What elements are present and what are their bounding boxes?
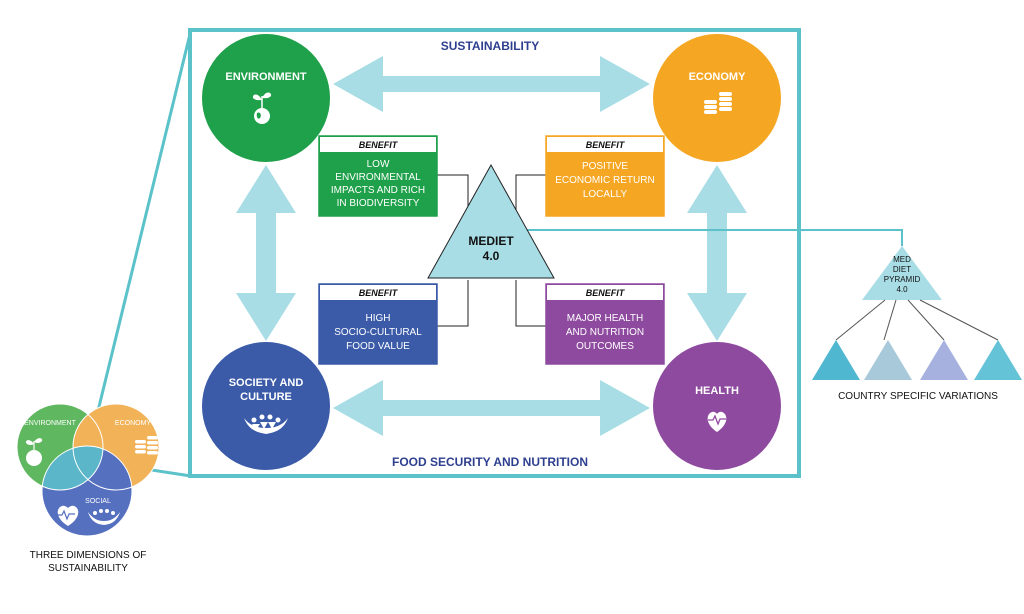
people-hands-icon (244, 414, 288, 434)
variation-connector (919, 299, 999, 341)
economy-circle (653, 34, 781, 162)
variation-pyramid-1 (812, 340, 860, 380)
arrow-environment-society (236, 165, 296, 341)
benefit-box-health: BENEFIT MAJOR HEALTH AND NUTRITION OUTCO… (545, 283, 665, 365)
frame-bottom-label: FOOD SECURITY AND NUTRITION (392, 455, 588, 469)
arrow-economy-health (687, 165, 747, 341)
mediet-label-line1: MEDIET (468, 234, 514, 248)
arrow-society-health (333, 380, 650, 436)
benefit-header: BENEFIT (359, 288, 399, 298)
mediet-label-line2: 4.0 (483, 249, 500, 263)
benefit-text-line: HIGH (366, 313, 391, 324)
benefit-box-environment: BENEFIT LOW ENVIRONMENTAL IMPACTS AND RI… (318, 135, 438, 217)
society-label-line1: SOCIETY AND (229, 377, 304, 389)
benefit-text-line: OUTCOMES (576, 341, 634, 352)
pyramid-line: PYRAMID (884, 275, 921, 284)
health-label: HEALTH (695, 385, 739, 397)
people-hands-icon (88, 509, 120, 525)
venn-environment-label: ENVIRONMENT (24, 420, 76, 427)
connector-health-benefit (515, 280, 546, 327)
globe-sprout-icon (252, 92, 272, 124)
benefit-text-line: ECONOMIC RETURN (555, 175, 654, 186)
benefit-text-line: IMPACTS AND RICH (331, 185, 425, 196)
benefit-text-line: MAJOR HEALTH (567, 313, 644, 324)
arrow-environment-economy (333, 56, 650, 112)
coin-stack-icon (135, 436, 158, 455)
benefit-text-line: LOW (367, 159, 390, 170)
coin-stack-icon (704, 92, 732, 114)
med-diet-pyramid (862, 246, 942, 300)
variation-pyramid-4 (974, 340, 1022, 380)
benefit-box-economy: BENEFIT POSITIVE ECONOMIC RETURN LOCALLY (545, 135, 665, 217)
heart-pulse-icon (707, 411, 727, 432)
venn-overlap (42, 446, 103, 490)
connector-eco-benefit (515, 174, 546, 215)
benefit-text-line: FOOD VALUE (346, 341, 410, 352)
variation-connector (835, 299, 886, 341)
benefit-header: BENEFIT (586, 140, 626, 150)
variation-connector (907, 299, 945, 341)
benefit-text-line: LOCALLY (583, 189, 628, 200)
frame-top-label: SUSTAINABILITY (441, 39, 539, 53)
environment-label: ENVIRONMENT (225, 71, 307, 83)
society-circle (202, 342, 330, 470)
variation-connector (883, 299, 897, 341)
variation-pyramid-2 (864, 340, 912, 380)
venn-economy-label: ECONOMY (115, 420, 152, 427)
venn-diagram: ENVIRONMENT ECONOMY SOCIAL (16, 403, 160, 537)
venn-caption-line1: THREE DIMENSIONS OF (30, 550, 147, 561)
heart-pulse-icon (57, 505, 79, 526)
pyramid-line: DIET (893, 265, 911, 274)
benefit-header: BENEFIT (359, 140, 399, 150)
mediet-triangle (427, 163, 555, 279)
benefit-box-society: BENEFIT HIGH SOCIO-CULTURAL FOOD VALUE (318, 283, 438, 365)
connector-pyramid (525, 229, 903, 246)
venn-social-label: SOCIAL (85, 498, 111, 505)
connector-env-benefit (437, 174, 469, 215)
benefit-text-line: AND NUTRITION (566, 327, 644, 338)
connector-soc-benefit (437, 280, 469, 327)
zoom-line-top (84, 29, 193, 461)
benefit-text-line: IN BIODIVERSITY (337, 198, 420, 209)
globe-sprout-icon (25, 438, 43, 466)
venn-caption-line2: SUSTAINABILITY (48, 563, 128, 574)
economy-label: ECONOMY (689, 71, 747, 83)
benefit-text-line: SOCIO-CULTURAL (334, 327, 422, 338)
benefit-text-line: POSITIVE (582, 161, 628, 172)
benefit-text-line: ENVIRONMENTAL (335, 172, 421, 183)
health-circle (653, 342, 781, 470)
society-label-line2: CULTURE (240, 391, 292, 403)
pyramid-line: MED (893, 255, 911, 264)
variation-pyramid-3 (920, 340, 968, 380)
benefit-header: BENEFIT (586, 288, 626, 298)
variations-caption: COUNTRY SPECIFIC VARIATIONS (838, 391, 998, 402)
pyramid-line: 4.0 (896, 285, 908, 294)
